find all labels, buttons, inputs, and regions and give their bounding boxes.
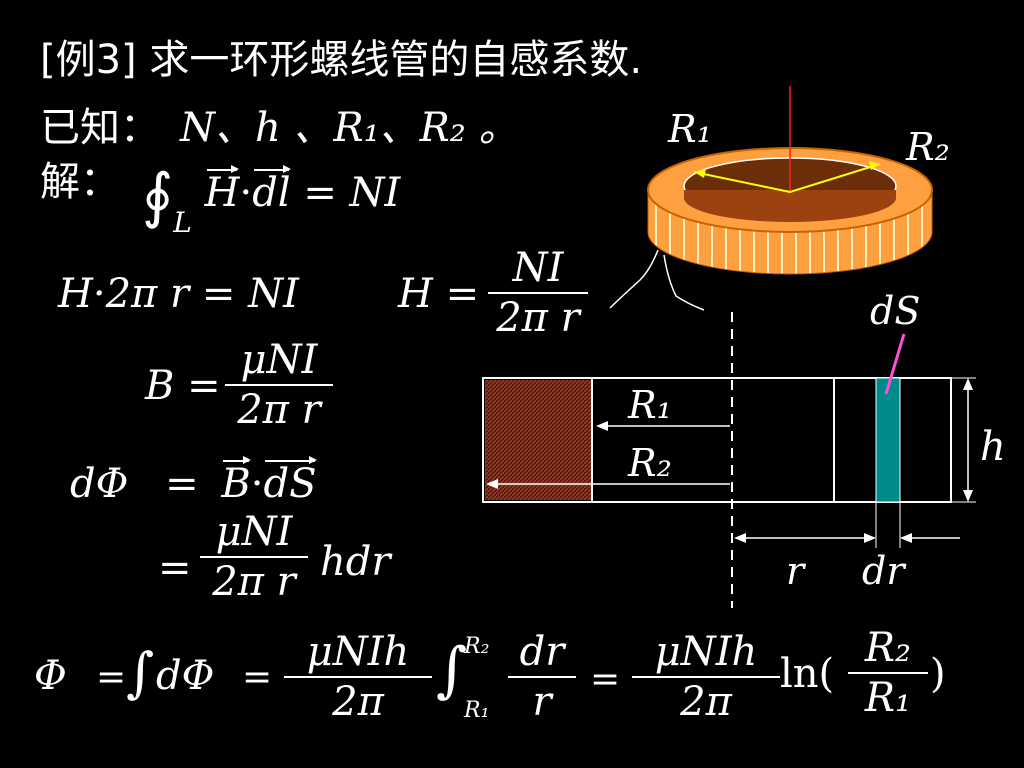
radius-lines: [693, 163, 881, 194]
given-label: 已知：: [40, 105, 160, 151]
label-dr: dr: [862, 549, 907, 593]
ln-function: ln(: [780, 651, 835, 697]
equals-sign: =: [96, 657, 127, 698]
integrand-fraction: dr r: [508, 632, 576, 722]
dphi-numerator: μNI: [215, 509, 293, 555]
equals-sign: =: [242, 657, 273, 698]
definite-integral-sign: ∫: [436, 635, 468, 705]
integrand-numerator: dr: [519, 629, 565, 675]
dphi-equation: dΦ = B·dS: [70, 456, 317, 507]
ln-denominator: R₁: [864, 675, 912, 721]
result-coefficient-denominator: 2π: [680, 679, 732, 725]
b-fraction: μNI 2π r: [225, 340, 333, 430]
fraction-bar: [848, 672, 928, 674]
equals-sign: =: [590, 659, 621, 700]
example-title: [例3] 求一环形螺线管的自感系数.: [40, 40, 642, 80]
dphi-term: dΦ: [156, 653, 215, 699]
vector-b: B: [221, 456, 252, 507]
integrand-denominator: r: [532, 679, 552, 725]
ampere-rhs: = NI: [303, 170, 401, 216]
fraction-bar: [488, 292, 588, 294]
equals-sign: =: [158, 545, 192, 591]
integral-lower-limit: R₁: [464, 698, 490, 723]
b-denominator: 2π r: [237, 387, 321, 433]
label-h: h: [980, 424, 1006, 470]
fraction-bar: [200, 556, 308, 558]
dot-operator: ·: [250, 461, 264, 507]
label-r2-arrow: R₂: [627, 441, 672, 485]
contour-integral-sign: ∮: [142, 161, 174, 231]
label-ds: dS: [870, 289, 920, 333]
example-question: 求一环形螺线管的自感系数.: [149, 37, 643, 83]
h-circulation-equation: H·2π r = NI: [58, 271, 299, 317]
result-coefficient-fraction: μNIh 2π: [632, 632, 780, 722]
flux-coefficient-denominator: 2π: [332, 679, 384, 725]
given-variables: N、h 、R₁、R₂ 。: [180, 105, 519, 151]
h-numerator: NI: [512, 245, 564, 291]
h-denominator: 2π r: [496, 295, 580, 341]
solution-label: 解：: [40, 159, 120, 205]
label-r2-top: R₂: [905, 125, 950, 169]
flux-coefficient-fraction: μNIh 2π: [284, 632, 432, 722]
phi-symbol: Φ: [34, 653, 67, 699]
integral-sign: ∫: [126, 641, 155, 704]
hatched-section: [485, 380, 591, 500]
example-tag: [例3]: [40, 37, 137, 83]
equals-sign: =: [165, 461, 199, 507]
loop-subscript: L: [173, 206, 192, 239]
fraction-bar: [225, 384, 333, 386]
h-equals: H =: [398, 271, 480, 317]
vector-h: H: [204, 165, 240, 216]
ln-argument-fraction: R₂ R₁: [848, 628, 928, 718]
ds-strip: [875, 377, 901, 503]
leader-wire-right: [663, 254, 705, 311]
toroid-ring-illustration: [647, 86, 933, 275]
vector-ds: dS: [263, 456, 317, 507]
dot-operator: ·: [239, 170, 253, 216]
dphi-denominator: 2π r: [212, 559, 296, 605]
leader-wire-left: [609, 249, 659, 309]
label-r1-arrow: R₁: [627, 383, 672, 427]
h-fraction: NI 2π r: [488, 248, 588, 338]
fraction-bar: [284, 676, 432, 678]
ln-close-paren: ): [930, 651, 946, 697]
label-r: r: [786, 549, 807, 593]
cross-section-outline: [482, 377, 952, 503]
fraction-bar: [632, 676, 780, 678]
ln-numerator: R₂: [864, 625, 912, 671]
flux-coefficient-numerator: μNIh: [306, 629, 410, 675]
integral-upper-limit: R₂: [464, 634, 490, 659]
dphi-symbol: dΦ: [70, 461, 129, 507]
result-coefficient-numerator: μNIh: [654, 629, 758, 675]
vector-dl: dl: [252, 165, 292, 216]
b-equals: B =: [145, 363, 221, 409]
label-r1-top: R₁: [667, 107, 712, 151]
dphi-fraction: μNI 2π r: [200, 512, 308, 602]
ampere-law-equation: ∮L H·dl = NI: [142, 156, 401, 237]
ds-pointer: [884, 333, 906, 395]
hdr-term: hdr: [320, 539, 391, 585]
b-numerator: μNI: [240, 337, 318, 383]
fraction-bar: [508, 676, 576, 678]
